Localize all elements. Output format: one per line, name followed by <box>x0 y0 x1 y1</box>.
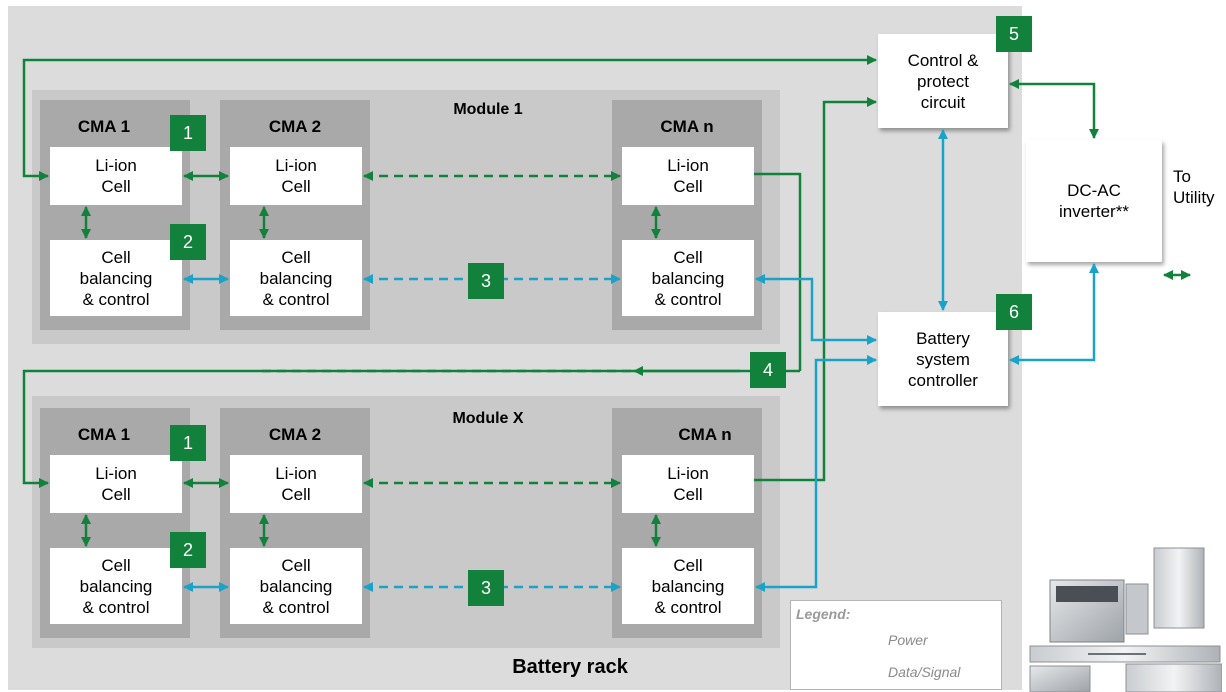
module-1-cma-2-balancing: Cell balancing & control <box>230 240 362 316</box>
module-x-title: Module X <box>452 410 524 427</box>
badge-4: 4 <box>750 352 786 388</box>
legend-title: Legend: <box>796 606 851 622</box>
module-1-cma-n-balancing: Cell balancing & control <box>622 240 754 316</box>
module-x-cma-n-cell: Li-ion Cell <box>622 455 754 513</box>
badge-3-module-1: 3 <box>468 263 504 299</box>
module-x-cma-1-cell: Li-ion Cell <box>50 455 182 513</box>
module-x-cma-2-balancing: Cell balancing & control <box>230 548 362 624</box>
badge-5: 5 <box>996 16 1032 52</box>
battery-system-controller: Battery system controller <box>878 312 1008 406</box>
module-x-cma-2-title: CMA 2 <box>268 425 322 444</box>
module-1-cma-1-balancing: Cell balancing & control <box>50 240 182 316</box>
control-protect-circuit: Control & protect circuit <box>878 34 1008 128</box>
badge-1-module-x: 1 <box>170 425 206 461</box>
legend <box>790 600 1002 690</box>
legend-power-label: Power <box>888 632 928 648</box>
module-x-cma-2-cell: Li-ion Cell <box>230 455 362 513</box>
badge-1-module-1: 1 <box>170 115 206 151</box>
module-x-cma-1-title: CMA 1 <box>77 425 131 444</box>
badge-2-module-1: 2 <box>170 224 206 260</box>
badge-2-module-x: 2 <box>170 532 206 568</box>
badge-6: 6 <box>996 294 1032 330</box>
module-x-cma-n-title: CMA n <box>678 425 732 444</box>
dc-ac-inverter: DC-AC inverter** <box>1026 140 1162 262</box>
inverter-battery-product-icon <box>1029 547 1222 692</box>
to-utility-label: To Utility <box>1173 167 1215 207</box>
module-x-cma-n-balancing: Cell balancing & control <box>622 548 754 624</box>
battery-rack-title: Battery rack <box>512 656 628 678</box>
legend-signal-label: Data/Signal <box>888 664 961 680</box>
module-x-cma-1-balancing: Cell balancing & control <box>50 548 182 624</box>
badge-3-module-x: 3 <box>468 570 504 606</box>
